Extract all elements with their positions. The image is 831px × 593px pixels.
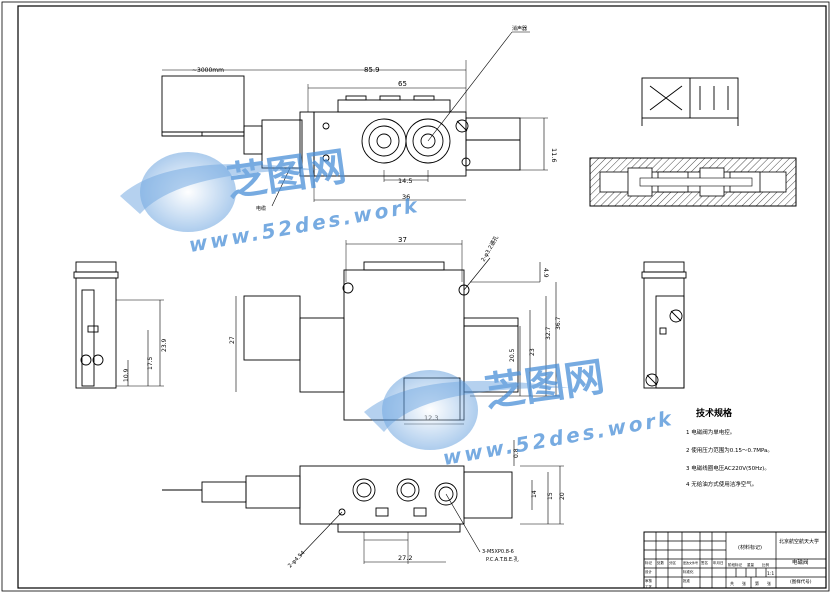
tech-item: 2 使用压力范围为0.15～0.7MPa。 [686,446,773,454]
titleblock-scale: 1:1 [767,571,774,577]
titleblock-stage-cell: 比例 [762,562,770,567]
label-thread-1: 3-M5XP0.8-6 [482,549,514,555]
dim-side-h3: 32.7 [545,326,552,340]
valve-symbol [641,77,739,126]
bottom-view [162,440,564,564]
watermark-swoosh-icon [120,163,320,214]
label-cable: 电缆 [256,205,266,212]
watermark-brand: 芝图网 [482,354,607,416]
dim-bottom-h3: 20 [559,492,566,500]
left-end-view [73,261,164,389]
titleblock-sheet-cell: 张 [742,580,746,586]
titleblock-header-cell: 标记 [645,560,653,565]
titleblock-material: (材料标记) [738,544,762,551]
watermark-brand: 芝图网 [224,144,349,206]
tech-item: 1 电磁阀为单电控。 [686,428,735,436]
titleblock-stage-cell: 重量 [747,562,755,567]
dim-side-h4: 23 [529,348,536,356]
titleblock-role-cell: 批准 [683,578,691,583]
titleblock-code: (图样代号) [790,578,812,585]
tech-item: 4 无给油方式使用洁净空气。 [686,480,757,488]
dim-bottom-h2: 15 [547,492,554,500]
dim-top-pitch: 14.5 [398,177,412,185]
titleblock-school: 北京航空航天大学 [779,538,819,545]
titleblock-sheet-cell: 共 [730,580,734,586]
watermark-top: 芝图网 www.52des.work [120,144,422,257]
tech-title: 技术规格 [696,407,733,419]
label-thread-2: P.C.A.T.B.E.孔 [486,556,519,563]
top-view [161,31,548,207]
dim-bottom-width: 27.2 [398,554,412,562]
tech-item: 3 电磁线圈电压AC220V(50Hz)。 [686,464,770,472]
titleblock-role-cell: 审核 [645,578,653,583]
dim-end-h2: 17.5 [147,356,154,370]
dim-cable-length: ~3000mm [192,67,224,74]
label-muffler: 消声器 [512,25,527,32]
titleblock-sheet-cell: 第 [755,580,759,586]
valve-section [589,157,797,207]
dim-front-left: 27 [229,336,236,344]
watermark-globe-icon [382,370,478,450]
dim-top-overall: 85.9 [364,66,380,74]
watermark-globe-icon [140,152,236,232]
titleblock-role-cell: 工艺 [645,584,653,589]
label-port-holes: 2-φ4.54 [287,550,307,570]
watermark-bottom: 芝图网 www.52des.work [364,354,676,470]
titleblock-stage-cell: 阶段标记 [728,562,742,567]
titleblock-header-cell: 更改文件号 [683,560,698,565]
dim-side-width: 37 [398,236,407,244]
titleblock-header-cell: 年月日 [713,560,724,565]
dim-bottom-gap: 0.8 [513,448,520,458]
titleblock-sheet-cell: 张 [767,580,771,586]
dim-top-offset: 36 [402,193,410,201]
tech-notes: 技术规格 1 电磁阀为单电控。 2 使用压力范围为0.15～0.7MPa。 3 … [686,407,773,488]
dim-side-h2: 36.7 [555,316,562,330]
titleblock-header-cell: 处数 [657,560,665,565]
watermark-swoosh-icon [364,380,570,432]
title-block [643,531,827,589]
dim-top-height: 11.6 [550,148,558,162]
dim-top-width: 65 [398,80,407,88]
dim-side-h5: 20.5 [509,348,516,362]
dim-end-h1: 23.9 [161,338,168,352]
titleblock-role-cell: 设计 [645,569,653,574]
titleblock-role-cell: 标准化 [683,569,694,574]
dim-bottom-h1: 14 [531,490,538,498]
sheet-border-inner [17,5,827,589]
dim-end-h3: 10.9 [123,368,130,382]
titleblock-header-cell: 签名 [701,560,708,565]
dim-side-h1: 4.9 [542,268,549,278]
right-end-view [641,261,687,389]
titleblock-header-cell: 分区 [669,560,677,565]
titleblock-part: 电磁阀 [792,558,809,566]
